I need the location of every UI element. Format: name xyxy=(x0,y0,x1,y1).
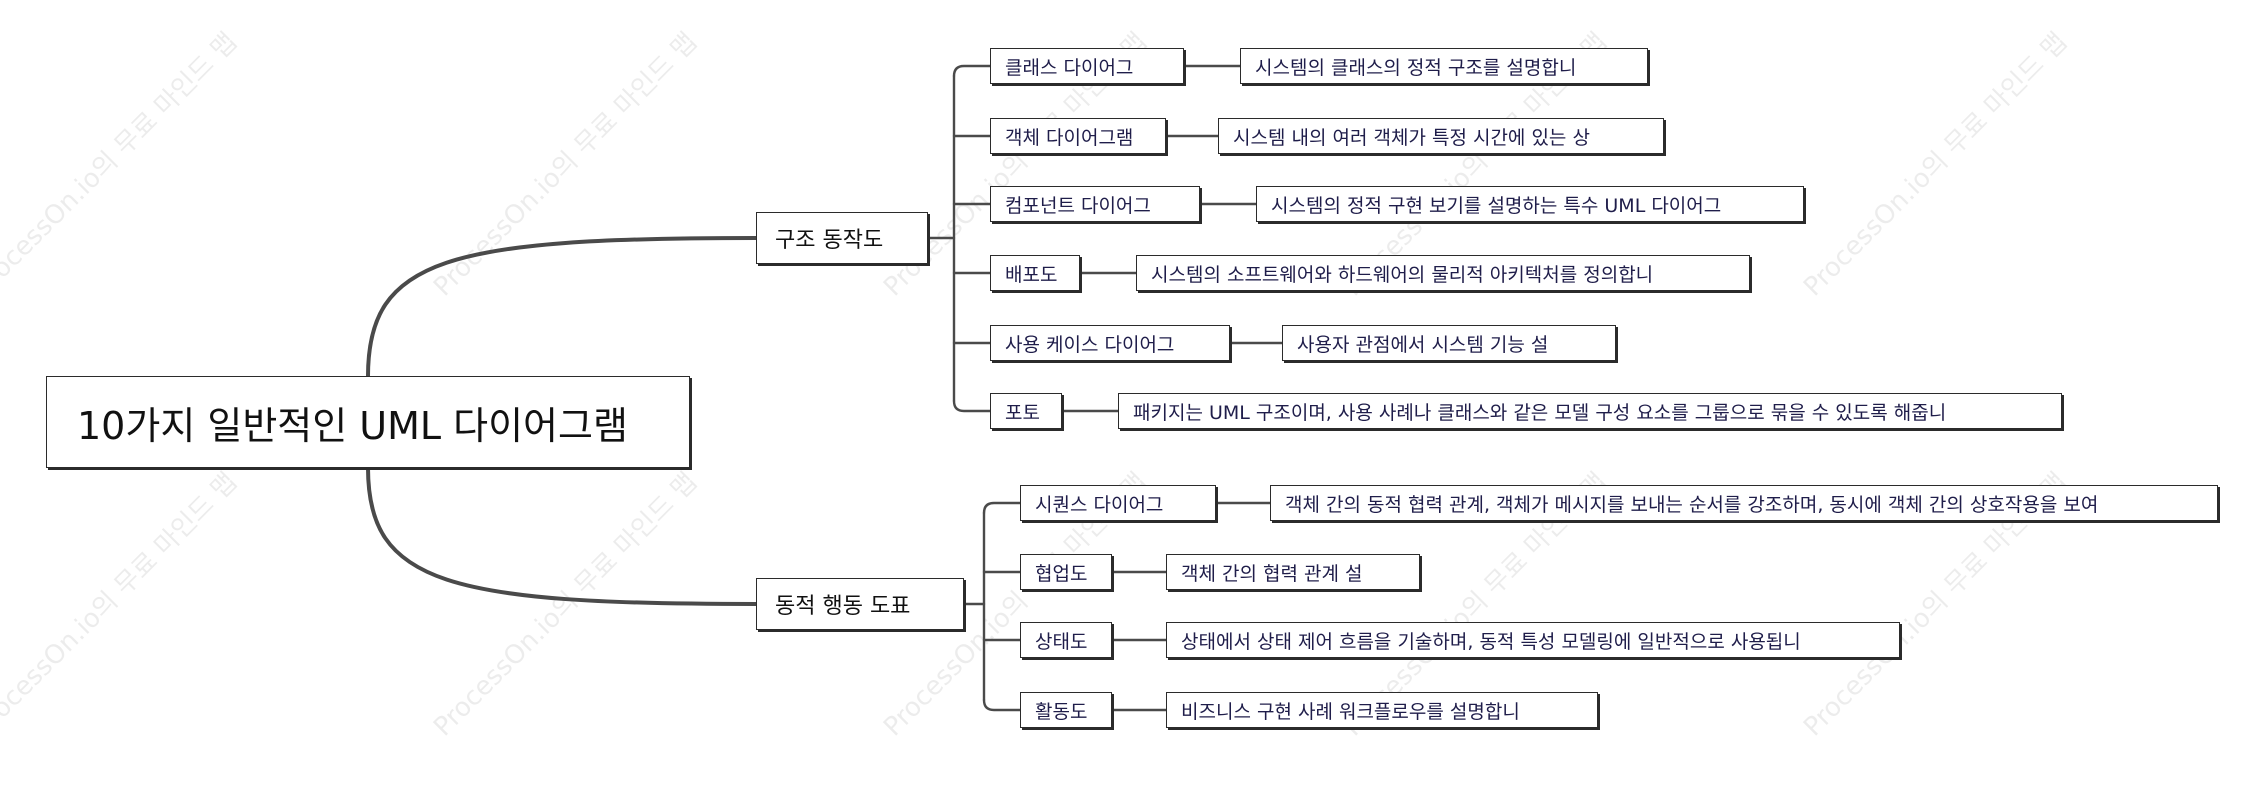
desc-label: 객체 간의 협력 관계 설 xyxy=(1181,562,1363,585)
topic-label: 시퀀스 다이어그 xyxy=(1035,493,1164,516)
desc-object-diagram[interactable]: 시스템 내의 여러 객체가 특정 시간에 있는 상 xyxy=(1218,118,1664,154)
topic-collaboration-diagram[interactable]: 협업도 xyxy=(1020,554,1112,590)
desc-activity-diagram[interactable]: 비즈니스 구현 사례 워크플로우를 설명합니 xyxy=(1166,692,1598,728)
topic-use-case-diagram[interactable]: 사용 케이스 다이어그 xyxy=(990,325,1230,361)
topic-label: 배포도 xyxy=(1005,263,1058,286)
desc-label: 시스템의 클래스의 정적 구조를 설명합니 xyxy=(1255,56,1577,79)
desc-class-diagram[interactable]: 시스템의 클래스의 정적 구조를 설명합니 xyxy=(1240,48,1648,84)
desc-package-diagram[interactable]: 패키지는 UML 구조이며, 사용 사례나 클래스와 같은 모델 구성 요소를 … xyxy=(1118,393,2062,429)
desc-label: 객체 간의 동적 협력 관계, 객체가 메시지를 보내는 순서를 강조하며, 동… xyxy=(1285,493,2099,516)
desc-label: 비즈니스 구현 사례 워크플로우를 설명합니 xyxy=(1181,700,1520,723)
topic-deployment-diagram[interactable]: 배포도 xyxy=(990,255,1080,291)
topic-label: 협업도 xyxy=(1035,562,1088,585)
desc-component-diagram[interactable]: 시스템의 정적 구현 보기를 설명하는 특수 UML 다이어그 xyxy=(1256,186,1804,222)
desc-collaboration-diagram[interactable]: 객체 간의 협력 관계 설 xyxy=(1166,554,1420,590)
topic-label: 컴포넌트 다이어그 xyxy=(1005,194,1151,217)
desc-deployment-diagram[interactable]: 시스템의 소프트웨어와 하드웨어의 물리적 아키텍처를 정의합니 xyxy=(1136,255,1750,291)
connector-root-branch xyxy=(366,236,758,378)
branch-label: 구조 동작도 xyxy=(775,228,884,253)
topic-class-diagram[interactable]: 클래스 다이어그 xyxy=(990,48,1184,84)
branch-behavioral[interactable]: 동적 행동 도표 xyxy=(756,578,964,630)
connector-topic xyxy=(952,64,992,78)
topic-label: 사용 케이스 다이어그 xyxy=(1005,333,1175,356)
desc-sequence-diagram[interactable]: 객체 간의 동적 협력 관계, 객체가 메시지를 보내는 순서를 강조하며, 동… xyxy=(1270,485,2218,521)
connector-topic xyxy=(952,399,992,413)
desc-label: 사용자 관점에서 시스템 기능 설 xyxy=(1297,333,1549,356)
topic-label: 상태도 xyxy=(1035,630,1088,653)
root-topic[interactable]: 10가지 일반적인 UML 다이어그램 xyxy=(46,376,690,468)
topic-component-diagram[interactable]: 컴포넌트 다이어그 xyxy=(990,186,1200,222)
topic-sequence-diagram[interactable]: 시퀀스 다이어그 xyxy=(1020,485,1216,521)
topic-state-diagram[interactable]: 상태도 xyxy=(1020,622,1112,658)
topic-package-diagram[interactable]: 포토 xyxy=(990,393,1062,429)
root-topic-label: 10가지 일반적인 UML 다이어그램 xyxy=(77,403,628,448)
desc-label: 시스템의 정적 구현 보기를 설명하는 특수 UML 다이어그 xyxy=(1271,194,1722,217)
topic-activity-diagram[interactable]: 활동도 xyxy=(1020,692,1112,728)
desc-label: 패키지는 UML 구조이며, 사용 사례나 클래스와 같은 모델 구성 요소를 … xyxy=(1133,401,1947,424)
desc-label: 상태에서 상태 제어 흐름을 기술하며, 동적 특성 모델링에 일반적으로 사용… xyxy=(1181,630,1801,653)
topic-object-diagram[interactable]: 객체 다이어그램 xyxy=(990,118,1166,154)
topic-label: 포토 xyxy=(1005,401,1040,424)
connector-topic xyxy=(982,698,1022,712)
topic-label: 객체 다이어그램 xyxy=(1005,126,1134,149)
desc-state-diagram[interactable]: 상태에서 상태 제어 흐름을 기술하며, 동적 특성 모델링에 일반적으로 사용… xyxy=(1166,622,1900,658)
desc-label: 시스템 내의 여러 객체가 특정 시간에 있는 상 xyxy=(1233,126,1590,149)
branch-label: 동적 행동 도표 xyxy=(775,594,911,619)
branch-structural[interactable]: 구조 동작도 xyxy=(756,212,928,264)
desc-use-case-diagram[interactable]: 사용자 관점에서 시스템 기능 설 xyxy=(1282,325,1616,361)
connector-root-branch xyxy=(366,466,758,606)
topic-label: 클래스 다이어그 xyxy=(1005,56,1134,79)
desc-label: 시스템의 소프트웨어와 하드웨어의 물리적 아키텍처를 정의합니 xyxy=(1151,263,1654,286)
topic-label: 활동도 xyxy=(1035,700,1088,723)
connector-topic xyxy=(982,501,1022,515)
